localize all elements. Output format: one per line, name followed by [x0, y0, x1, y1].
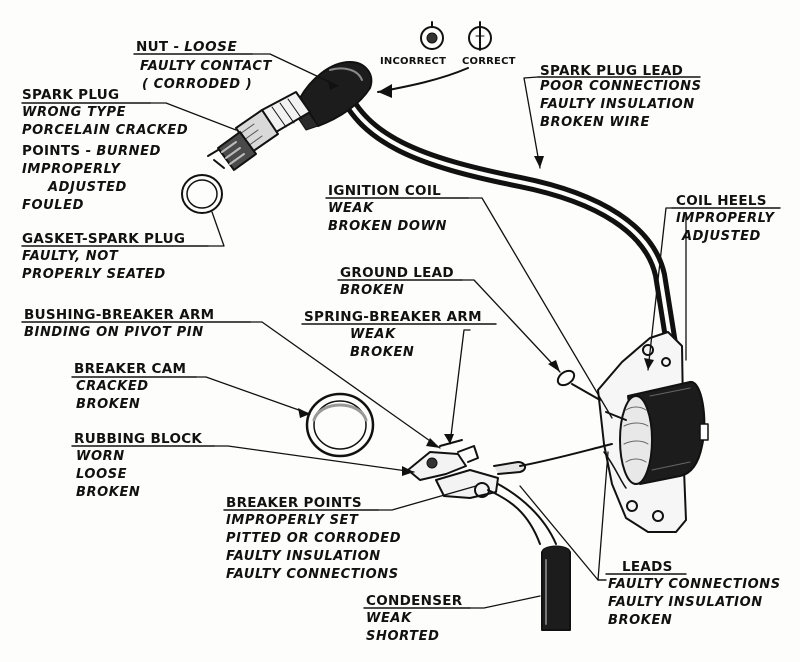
coil-issue-2: BROKEN DOWN — [328, 219, 447, 234]
coil-heels-title: COIL HEELS — [676, 190, 767, 210]
ground-issue-1: BROKEN — [340, 283, 405, 298]
coil-heels-issues: IMPROPERLY ADJUSTED — [676, 210, 774, 246]
gasket-title: GASKET-SPARK PLUG — [22, 228, 185, 248]
spark-plug-lead-issues: POOR CONNECTIONS FAULTY INSULATION BROKE… — [540, 78, 702, 132]
spark-plug-lead-title: SPARK PLUG LEAD — [540, 60, 683, 80]
ignition-coil-title-text: IGNITION COIL — [328, 183, 442, 199]
condenser-issue-1: WEAK — [366, 611, 412, 626]
rubbing-block-issues: WORN LOOSE BROKEN — [76, 448, 140, 502]
nut-issue-2: ( CORRODED ) — [142, 77, 253, 92]
ignition-coil-issues: WEAK BROKEN DOWN — [328, 200, 447, 236]
gasket-issue-1: FAULTY, NOT — [22, 249, 119, 264]
bushing-title-text: BUSHING-BREAKER ARM — [24, 307, 215, 323]
breaker-cam-issues: CRACKED BROKEN — [76, 378, 149, 414]
bushing-title: BUSHING-BREAKER ARM — [24, 304, 214, 324]
breaker-cam-title-text: BREAKER CAM — [74, 361, 187, 377]
leader-lines — [149, 53, 687, 609]
coil-issue-1: WEAK — [328, 201, 374, 216]
incorrect-icon — [420, 21, 444, 50]
spark-plug-issue-1: WRONG TYPE — [22, 105, 127, 120]
lead-issue-3: BROKEN WIRE — [540, 115, 650, 130]
nut-issues: FAULTY CONTACT ( CORRODED ) — [140, 58, 272, 94]
gasket-ring — [181, 174, 223, 214]
rubbing-issue-2: LOOSE — [76, 467, 128, 482]
points-issue-1: IMPROPERLY SET — [226, 513, 359, 528]
cam-issue-2: BROKEN — [76, 397, 141, 412]
spark-plug-issue-5: FOULED — [22, 198, 85, 213]
condenser-issue-2: SHORTED — [366, 629, 440, 644]
coil-heels-title-text: COIL HEELS — [676, 193, 767, 209]
spring-title: SPRING-BREAKER ARM — [304, 306, 482, 326]
breaker-points-title: BREAKER POINTS — [226, 492, 362, 512]
breaker-cam — [305, 392, 375, 458]
nut-label-group: NUT - LOOSE — [136, 36, 237, 56]
leads-title-text: LEADS — [622, 559, 673, 575]
condenser-issues: WEAK SHORTED — [366, 610, 439, 646]
rubbing-block-title-text: RUBBING BLOCK — [74, 431, 203, 447]
spark-plug — [207, 91, 311, 171]
rubbing-issue-3: BROKEN — [76, 485, 141, 500]
incorrect-correct-arrow — [377, 67, 469, 98]
internal-wiring — [487, 443, 627, 545]
breaker-cam-title: BREAKER CAM — [74, 358, 186, 378]
spring-issue-2: BROKEN — [350, 345, 415, 360]
bushing-issue-1: BINDING ON PIVOT PIN — [24, 325, 204, 340]
gasket-issues: FAULTY, NOT PROPERLY SEATED — [22, 248, 166, 284]
leads-issue-2: FAULTY INSULATION — [608, 595, 763, 610]
rubbing-block-title: RUBBING BLOCK — [74, 428, 202, 448]
ground-lead-eyelet — [556, 369, 601, 401]
rubbing-issue-1: WORN — [76, 449, 125, 464]
correct-icon — [468, 21, 492, 51]
heels-issue-1: IMPROPERLY — [676, 211, 775, 226]
leads-title: LEADS — [622, 556, 673, 576]
spark-plug-title: SPARK PLUG — [22, 84, 119, 104]
nut-issue-1: FAULTY CONTACT — [140, 59, 272, 74]
heels-issue-2: ADJUSTED — [682, 229, 761, 244]
ignition-coil-title: IGNITION COIL — [328, 180, 441, 200]
breaker-points-title-text: BREAKER POINTS — [226, 495, 362, 511]
condenser-title-text: CONDENSER — [366, 593, 463, 609]
label-rules — [21, 53, 781, 609]
ground-lead-title: GROUND LEAD — [340, 262, 454, 282]
points-issue-3: FAULTY INSULATION — [226, 549, 381, 564]
spark-plug-title-text: SPARK PLUG — [22, 87, 120, 103]
spring-title-text: SPRING-BREAKER ARM — [304, 309, 482, 325]
ground-lead-title-text: GROUND LEAD — [340, 265, 454, 281]
leads-issues: FAULTY CONNECTIONS FAULTY INSULATION BRO… — [608, 576, 781, 630]
spark-plug-burned: BURNED — [96, 144, 161, 159]
spark-plug-issue-2: PORCELAIN CRACKED — [22, 123, 189, 138]
breaker-points-issues: IMPROPERLY SET PITTED OR CORRODED FAULTY… — [226, 512, 401, 584]
correct-label: CORRECT — [462, 56, 516, 67]
incorrect-label: INCORRECT — [380, 56, 447, 67]
condenser — [541, 545, 571, 631]
breaker-points-assembly — [407, 439, 526, 499]
bushing-issues: BINDING ON PIVOT PIN — [24, 324, 204, 342]
gasket-title-text: GASKET-SPARK PLUG — [22, 231, 186, 247]
leads-issue-3: BROKEN — [608, 613, 673, 628]
nut-loose: LOOSE — [184, 39, 238, 55]
spring-issues: WEAK BROKEN — [350, 326, 414, 362]
lead-issue-1: POOR CONNECTIONS — [540, 79, 702, 94]
spark-plug-points: POINTS - — [22, 143, 97, 159]
cam-issue-1: CRACKED — [76, 379, 149, 394]
lead-issue-2: FAULTY INSULATION — [540, 97, 695, 112]
spark-plug-issues: WRONG TYPE PORCELAIN CRACKED POINTS - BU… — [22, 104, 188, 215]
ground-lead-issues: BROKEN — [340, 282, 404, 300]
arrowheads — [298, 80, 654, 476]
points-issue-2: PITTED OR CORRODED — [226, 531, 402, 546]
spring-issue-1: WEAK — [350, 327, 396, 342]
condenser-title: CONDENSER — [366, 590, 462, 610]
points-issue-4: FAULTY CONNECTIONS — [226, 567, 399, 582]
spark-plug-lead-cable — [333, 75, 679, 357]
nut-title: NUT - — [136, 39, 185, 55]
spark-plug-issue-3: IMPROPERLY — [22, 162, 121, 177]
gasket-issue-2: PROPERLY SEATED — [22, 267, 166, 282]
spark-plug-lead-title-text: SPARK PLUG LEAD — [540, 63, 684, 79]
leads-issue-1: FAULTY CONNECTIONS — [608, 577, 781, 592]
spark-plug-issue-4: ADJUSTED — [48, 180, 127, 195]
ignition-coil — [605, 381, 709, 485]
